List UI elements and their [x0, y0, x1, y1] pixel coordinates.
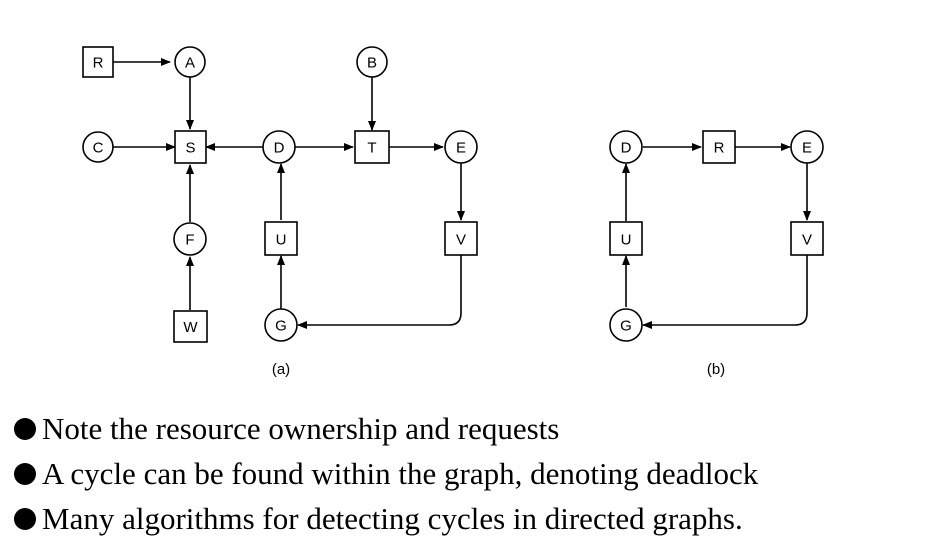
bullet-dot-icon [14, 508, 36, 530]
node-label-w: W [183, 319, 198, 336]
bullet-dot-icon [14, 463, 36, 485]
node-label-d: D [621, 140, 632, 157]
node-resource-s: S [174, 130, 207, 164]
node-label-c: C [93, 140, 104, 157]
node-process-c: C [82, 131, 114, 163]
node-process-d: D [609, 130, 643, 164]
bullet-text: Note the resource ownership and requests [42, 411, 560, 446]
graph-b: D R E U V G (b) [609, 130, 824, 378]
node-label-a: A [185, 55, 195, 72]
node-label-v: V [456, 232, 466, 249]
node-label-r: R [93, 55, 104, 72]
node-resource-v: V [444, 221, 478, 256]
resource-allocation-graphs: R A B C S D T [82, 46, 824, 378]
node-process-e: E [444, 130, 478, 164]
graph-a: R A B C S D T [82, 46, 478, 378]
bullet-item: Many algorithms for detecting cycles in … [14, 496, 758, 541]
node-resource-r: R [82, 46, 114, 78]
node-label-r: R [714, 140, 725, 157]
node-label-t: T [367, 140, 376, 157]
node-label-g: G [620, 318, 632, 335]
node-label-u: U [621, 232, 632, 249]
node-label-g: G [275, 318, 287, 335]
edge-v-to-g [642, 255, 808, 329]
node-resource-u: U [609, 221, 643, 256]
edge-v-to-g [297, 255, 462, 329]
node-label-u: U [276, 232, 287, 249]
node-label-s: S [185, 140, 195, 157]
node-process-d: D [262, 130, 296, 164]
caption-a: (a) [272, 361, 290, 378]
node-resource-r: R [702, 130, 736, 164]
node-process-f: F [173, 222, 207, 256]
node-resource-t: T [354, 130, 390, 164]
bullet-item: Note the resource ownership and requests [14, 406, 758, 451]
node-process-b: B [356, 46, 388, 78]
node-process-a: A [174, 46, 206, 78]
node-resource-w: W [173, 310, 208, 343]
node-label-e: E [802, 140, 812, 157]
node-label-f: F [185, 232, 194, 249]
node-label-e: E [456, 140, 466, 157]
bullet-item: A cycle can be found within the graph, d… [14, 451, 758, 496]
bullet-dot-icon [14, 418, 36, 440]
node-label-d: D [274, 140, 285, 157]
bullet-text: Many algorithms for detecting cycles in … [42, 501, 743, 536]
node-process-e: E [790, 130, 824, 164]
caption-b: (b) [707, 361, 725, 378]
node-resource-u: U [264, 221, 298, 256]
node-label-v: V [802, 232, 812, 249]
bullet-text: A cycle can be found within the graph, d… [42, 456, 759, 491]
node-process-g: G [264, 308, 298, 342]
bullet-list: Note the resource ownership and requests… [14, 406, 758, 541]
node-label-b: B [367, 55, 377, 72]
node-process-g: G [609, 308, 643, 342]
node-resource-v: V [790, 221, 824, 256]
